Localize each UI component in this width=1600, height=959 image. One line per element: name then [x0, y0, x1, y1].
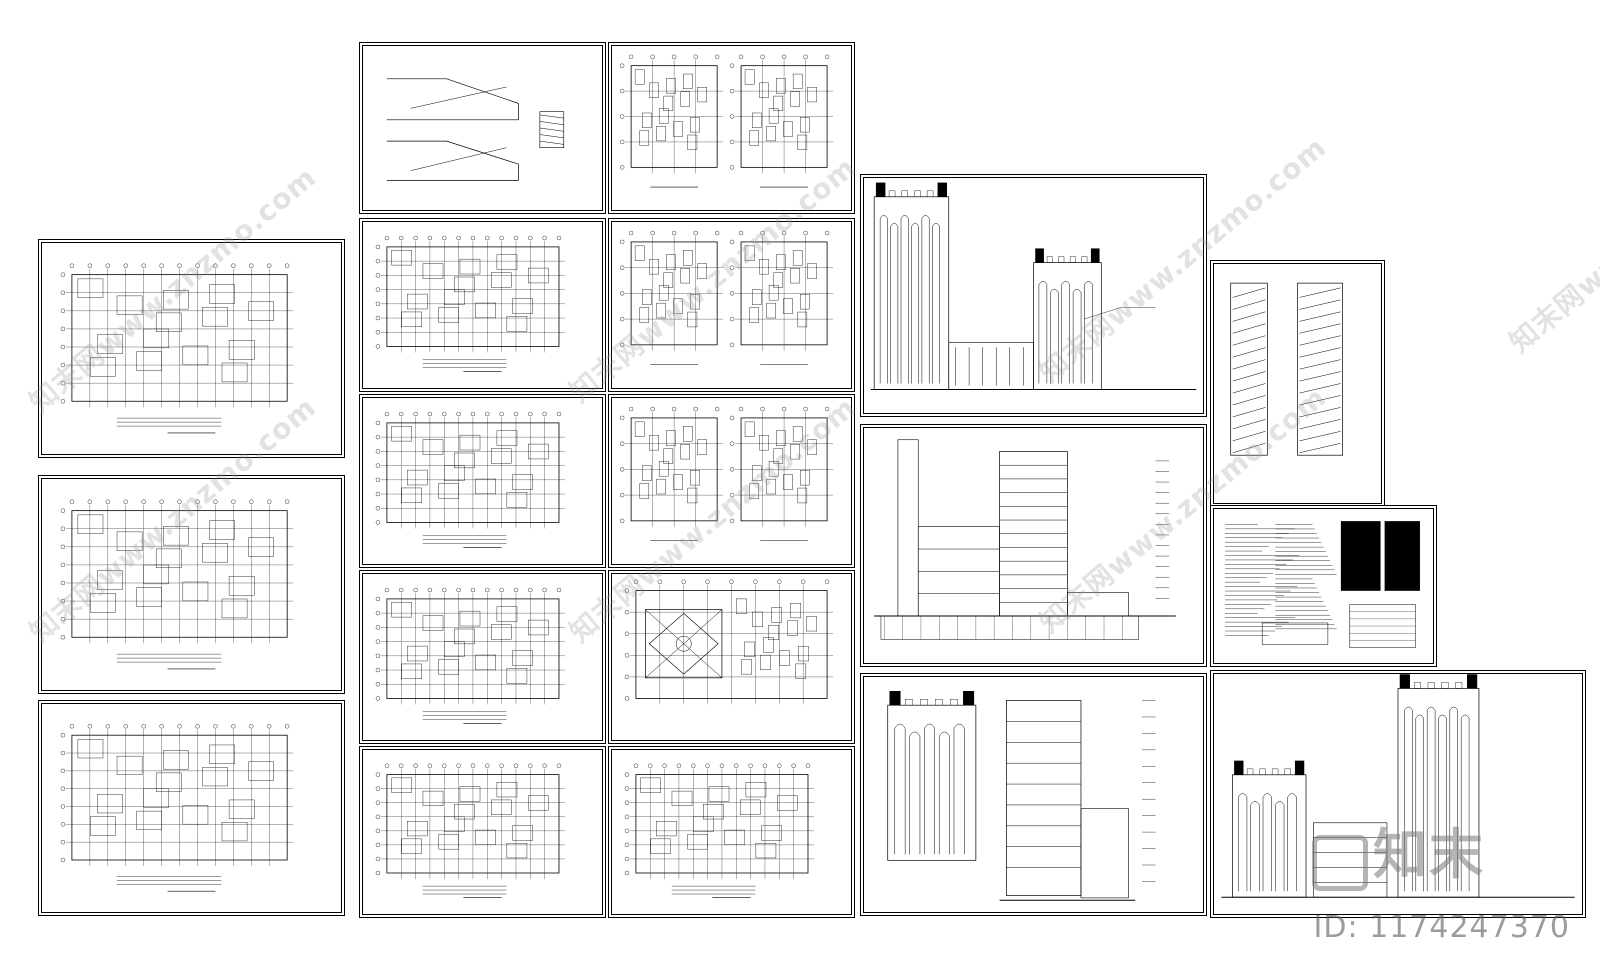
roof-plan-drawing — [624, 579, 834, 705]
stair-section-drawing — [1230, 282, 1343, 456]
side-elevation-drawing — [887, 691, 1156, 901]
south-elevation-drawing — [870, 182, 1197, 390]
sheet-tower-plan-a[interactable] — [608, 42, 855, 214]
sheet-stair-section[interactable] — [1210, 260, 1385, 507]
watermark-text: 知末网www.znzmo.com — [1503, 100, 1600, 360]
sheet-floor-1[interactable] — [359, 218, 606, 392]
floor-1-drawing — [375, 235, 565, 372]
sheet-south-elevation[interactable] — [860, 174, 1207, 417]
floor-4-drawing — [375, 763, 565, 898]
sheet-floor-5[interactable] — [608, 746, 855, 918]
sheet-basement-2[interactable] — [38, 475, 345, 694]
sheet-section-1-1[interactable] — [860, 424, 1207, 667]
design-notes-drawing — [1224, 521, 1421, 648]
sheet-side-elevation[interactable] — [860, 673, 1207, 916]
section-1-1-drawing — [874, 439, 1176, 640]
sheet-basement-1[interactable] — [38, 700, 345, 916]
tower-plan-b-drawing — [619, 230, 834, 366]
tower-plan-a-drawing — [619, 54, 834, 188]
sheet-tower-plan-b[interactable] — [608, 218, 855, 392]
site-plan-drawing — [60, 263, 294, 434]
tower-plan-c-drawing — [619, 406, 834, 542]
sheet-roof-plan[interactable] — [608, 570, 855, 744]
floor-5-drawing — [624, 763, 814, 898]
basement-2-drawing — [60, 499, 294, 670]
sheet-north-elevation[interactable] — [1210, 670, 1586, 918]
sheet-floor-2[interactable] — [359, 394, 606, 568]
brand-logo-icon — [1312, 835, 1368, 891]
floor-3-drawing — [375, 587, 565, 724]
basement-1-drawing — [60, 724, 294, 892]
sheet-site-plan[interactable] — [38, 239, 345, 458]
floor-2-drawing — [375, 411, 565, 548]
sheet-design-notes[interactable] — [1210, 505, 1437, 667]
sheet-floor-3[interactable] — [359, 570, 606, 744]
image-id-label: ID: 1174247370 — [1313, 910, 1570, 945]
brand-text: 知末 — [1373, 823, 1485, 886]
sheet-tower-plan-c[interactable] — [608, 394, 855, 568]
sheet-floor-4[interactable] — [359, 746, 606, 918]
sheet-ramp-section[interactable] — [359, 42, 606, 214]
ramp-section-drawing — [386, 78, 565, 181]
